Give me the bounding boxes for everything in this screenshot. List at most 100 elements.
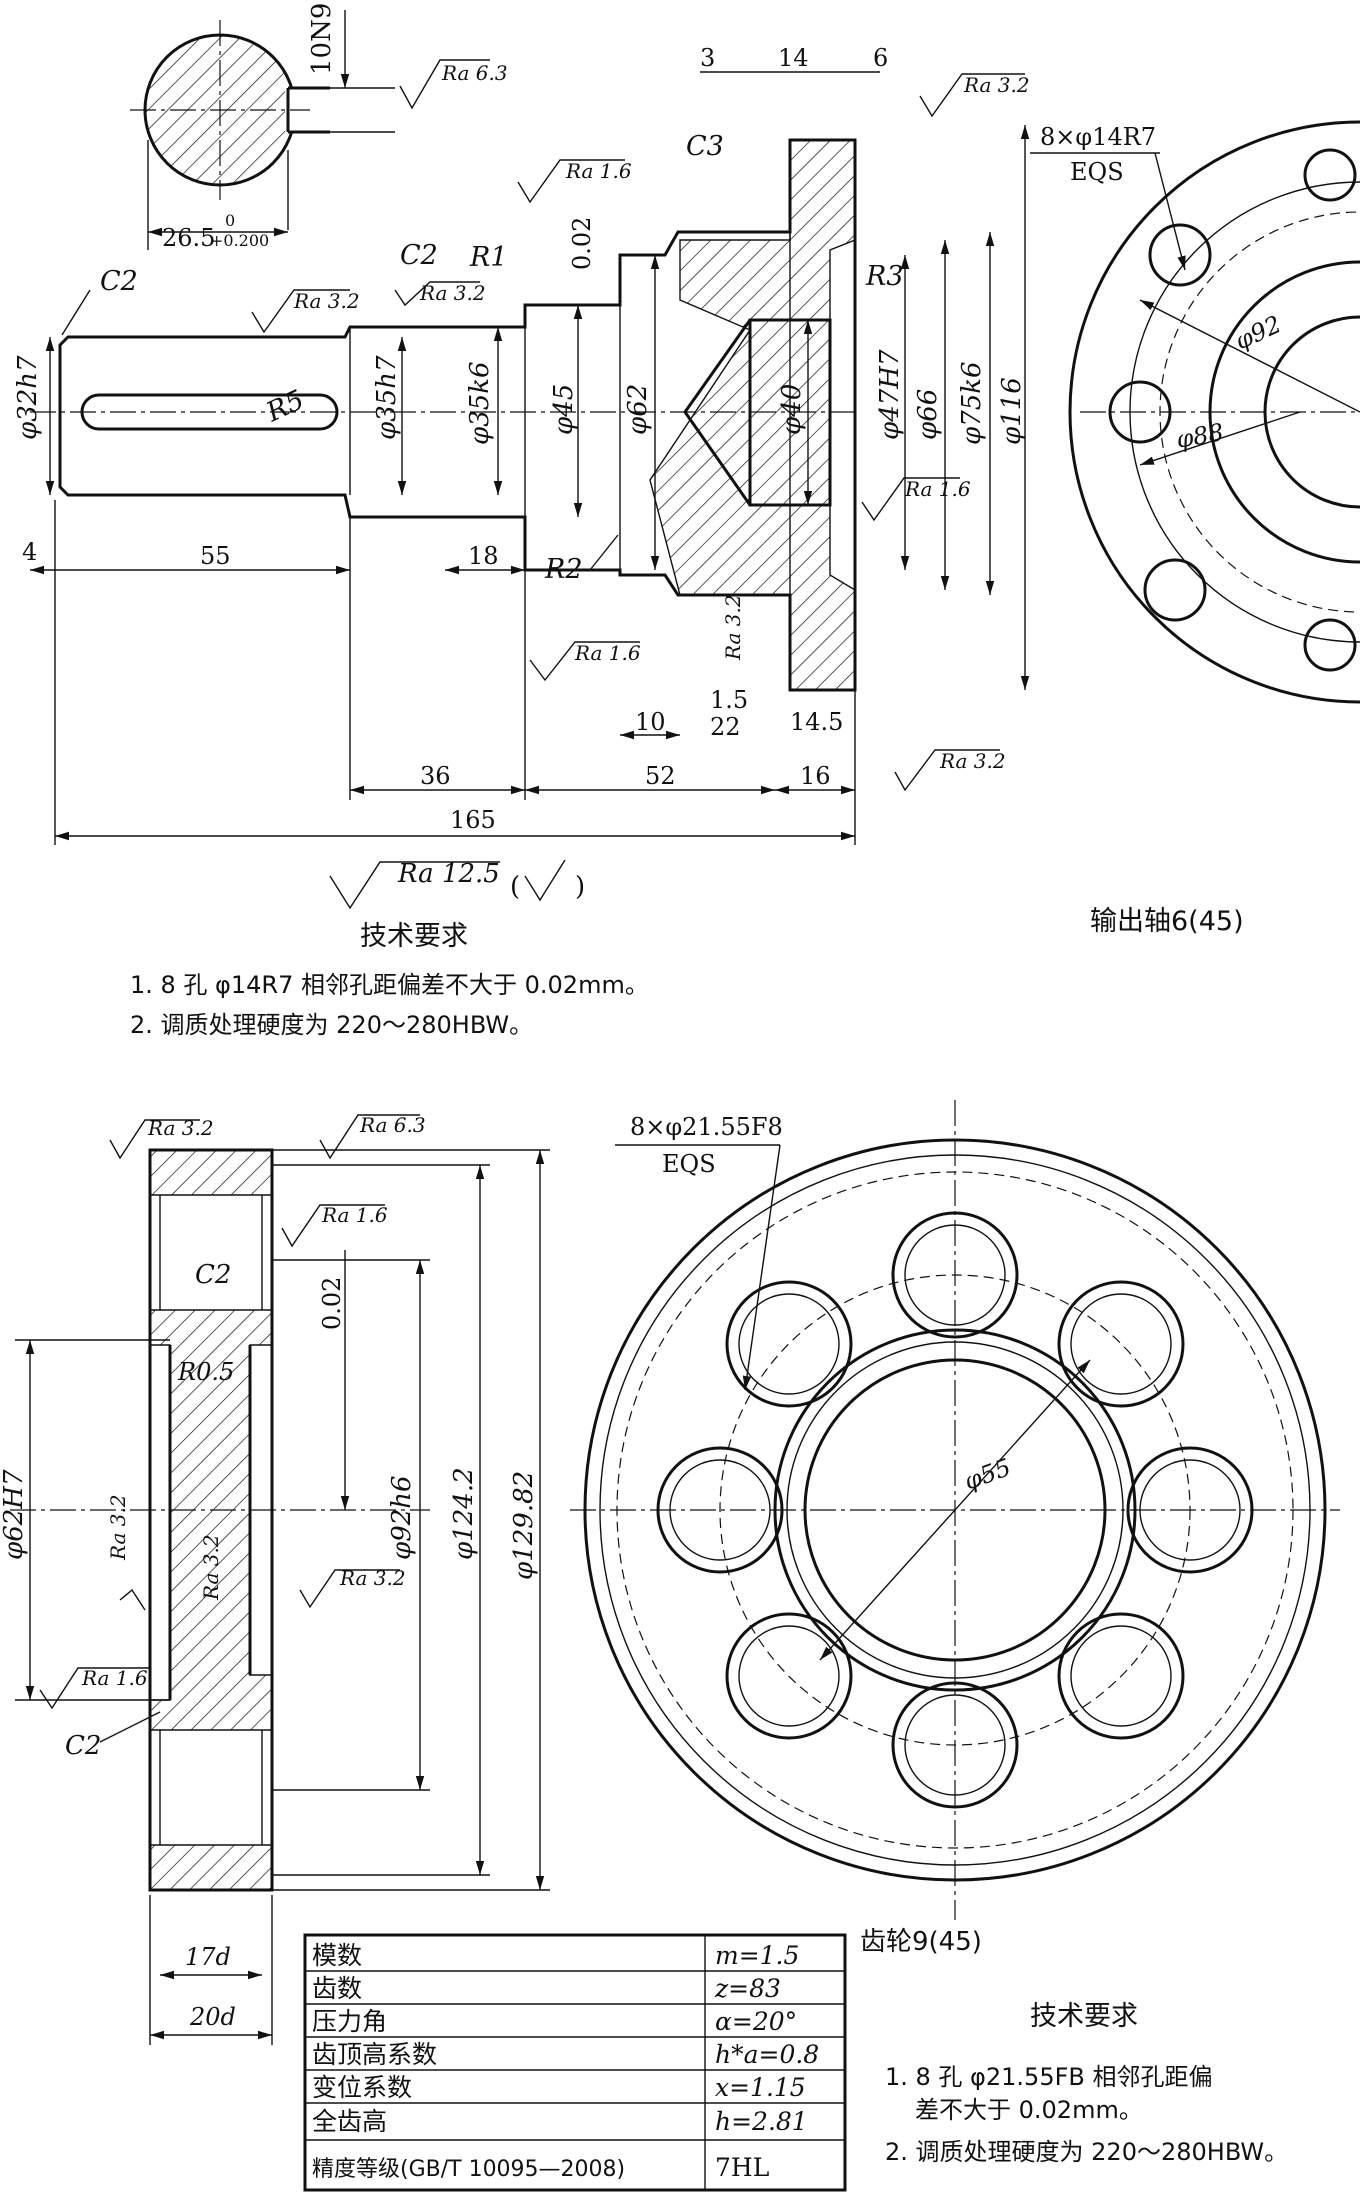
dia-45: φ45 <box>549 384 579 435</box>
ra-shaft-6: Ra 1.6 <box>574 641 641 665</box>
depth-tol-up: 0 <box>225 211 235 230</box>
chamfer-mid: C2 <box>400 240 438 271</box>
shaft-notes-title: 技术要求 <box>360 921 468 952</box>
dia-66: φ66 <box>913 389 943 440</box>
gear-dia-55: φ55 <box>960 1453 1014 1496</box>
len-18: 18 <box>468 542 499 570</box>
chamfer-left: C2 <box>100 266 138 297</box>
radius-r1: R1 <box>469 242 508 273</box>
gear-dia-124-2: φ124.2 <box>449 1467 479 1560</box>
shaft-key-section: 10N9 26.5 0 +0.200 Ra 6.3 <box>130 3 508 252</box>
ra-shaft-5: Ra 1.6 <box>904 477 971 501</box>
chamfer-c3: C3 <box>686 131 724 162</box>
ra-shaft-7: Ra 3.2 <box>721 594 745 661</box>
gear-width-20d: 20d <box>189 2003 236 2031</box>
len-6: 6 <box>873 44 888 72</box>
shaft-tolerance: 0.02 <box>568 217 596 270</box>
shaft-labels: C2 C2 C3 R1 R5 R2 R3 φ32h7 φ35h7 φ35k6 φ… <box>13 44 1030 910</box>
ra-gear-1: Ra 3.2 <box>147 1116 214 1140</box>
len-3: 3 <box>700 44 715 72</box>
table-name-1: 齿数 <box>312 1974 362 2003</box>
table-value-4: x=1.15 <box>715 2073 806 2102</box>
ra-gear-4: Ra 3.2 <box>106 1494 130 1561</box>
gear-parameter-table: 模数 m=1.5 齿数 z=83 压力角 α=20° 齿顶高系数 h*a=0.8… <box>303 1933 847 2192</box>
len-4: 4 <box>22 538 37 566</box>
dia-35k6: φ35k6 <box>465 361 495 445</box>
depth-label: 26.5 <box>162 224 215 252</box>
gear-chamfer-bottom: C2 <box>65 1731 101 1761</box>
len-14-5: 14.5 <box>790 708 843 736</box>
table-value-2: α=20° <box>715 2007 797 2036</box>
table-value-5: h=2.81 <box>715 2107 808 2136</box>
dia-40: φ40 <box>777 384 807 435</box>
gear-hole-set <box>656 1211 1254 1809</box>
table-value-0: m=1.5 <box>715 1941 799 1970</box>
gear-tolerance: 0.02 <box>318 1277 346 1330</box>
dia-75k6: φ75k6 <box>957 361 987 445</box>
len-36: 36 <box>420 762 451 790</box>
ra-section: Ra 6.3 <box>441 61 508 85</box>
gear-dia-62h7: φ62H7 <box>0 1469 29 1560</box>
ra-general: Ra 12.5 <box>397 859 500 889</box>
gear-title: 齿轮9(45) <box>860 1927 982 1957</box>
svg-text:): ) <box>575 872 585 902</box>
len-16: 16 <box>800 762 831 790</box>
depth-tol-low: +0.200 <box>210 231 269 250</box>
gear-holes-eqs: EQS <box>662 1150 716 1178</box>
len-165: 165 <box>450 806 496 834</box>
gear-dia-129-82: φ129.82 <box>509 1471 539 1580</box>
gear-notes-title: 技术要求 <box>1030 2001 1138 2032</box>
ra-shaft-3: Ra 1.6 <box>565 159 632 183</box>
ra-gear-3: Ra 1.6 <box>321 1203 388 1227</box>
len-52: 52 <box>645 762 676 790</box>
dia-92: φ92 <box>1231 310 1286 355</box>
ra-shaft-8: Ra 3.2 <box>939 749 1006 773</box>
gear-radius: R0.5 <box>177 1358 234 1386</box>
len-55: 55 <box>200 542 231 570</box>
radius-r2: R2 <box>544 554 583 585</box>
holes-eqs: EQS <box>1070 158 1124 186</box>
shaft-title: 输出轴6(45) <box>1090 906 1244 937</box>
shaft-main-view <box>30 138 860 692</box>
dia-35h7: φ35h7 <box>372 355 402 440</box>
dia-62: φ62 <box>623 384 653 435</box>
holes-count: 8×φ14R7 <box>1040 123 1156 151</box>
table-value-1: z=83 <box>714 1974 781 2003</box>
dia-88: φ88 <box>1174 418 1225 454</box>
radius-r3: R3 <box>865 261 904 292</box>
len-22: 22 <box>710 713 741 741</box>
ra-gear-6: Ra 3.2 <box>339 1566 406 1590</box>
dia-32h7: φ32h7 <box>13 355 43 440</box>
ra-gear-5: Ra 3.2 <box>199 1534 223 1601</box>
gear-note-1b: 差不大于 0.02mm。 <box>915 2096 1143 2124</box>
table-name-4: 变位系数 <box>312 2073 412 2102</box>
len-1-5: 1.5 <box>710 686 748 714</box>
shaft-note-1: 1. 8 孔 φ14R7 相邻孔距偏差不大于 0.02mm。 <box>130 971 649 999</box>
svg-text:(: ( <box>510 872 520 902</box>
keyway-label: 10N9 <box>307 3 337 75</box>
gear-chamfer-top: C2 <box>195 1260 231 1290</box>
table-name-3: 齿顶高系数 <box>312 2040 437 2069</box>
len-14: 14 <box>778 44 809 72</box>
table-name-5: 全齿高 <box>312 2107 387 2136</box>
table-value-6: 7HL <box>715 2153 769 2182</box>
gear-front-view: φ55 8×φ21.55F8 EQS <box>570 1100 1340 1920</box>
table-name-6: 精度等级(GB/T 10095—2008) <box>312 2157 625 2182</box>
ra-shaft-1: Ra 3.2 <box>293 289 360 313</box>
len-10: 10 <box>635 708 666 736</box>
gear-dia-92h6: φ92h6 <box>387 1475 417 1560</box>
ra-shaft-4: Ra 3.2 <box>963 73 1030 97</box>
gear-note-1a: 1. 8 孔 φ21.55FB 相邻孔距偏 <box>885 2063 1213 2091</box>
gear-width-17d: 17d <box>185 1943 231 1971</box>
shaft-note-2: 2. 调质处理硬度为 220～280HBW。 <box>130 1011 533 1039</box>
ra-gear-2: Ra 6.3 <box>359 1113 426 1137</box>
ra-gear-7: Ra 1.6 <box>81 1666 148 1690</box>
table-name-0: 模数 <box>312 1941 362 1970</box>
table-value-3: h*a=0.8 <box>715 2040 819 2069</box>
gear-section-view: φ62H7 φ92h6 φ124.2 φ129.82 0.02 C2 C2 R0… <box>0 1113 550 2045</box>
radius-r5: R5 <box>261 384 309 428</box>
gear-holes-count: 8×φ21.55F8 <box>630 1113 783 1141</box>
shaft-end-view: φ92 φ88 8×φ14R7 EQS <box>1030 120 1360 704</box>
table-name-2: 压力角 <box>312 2007 387 2036</box>
